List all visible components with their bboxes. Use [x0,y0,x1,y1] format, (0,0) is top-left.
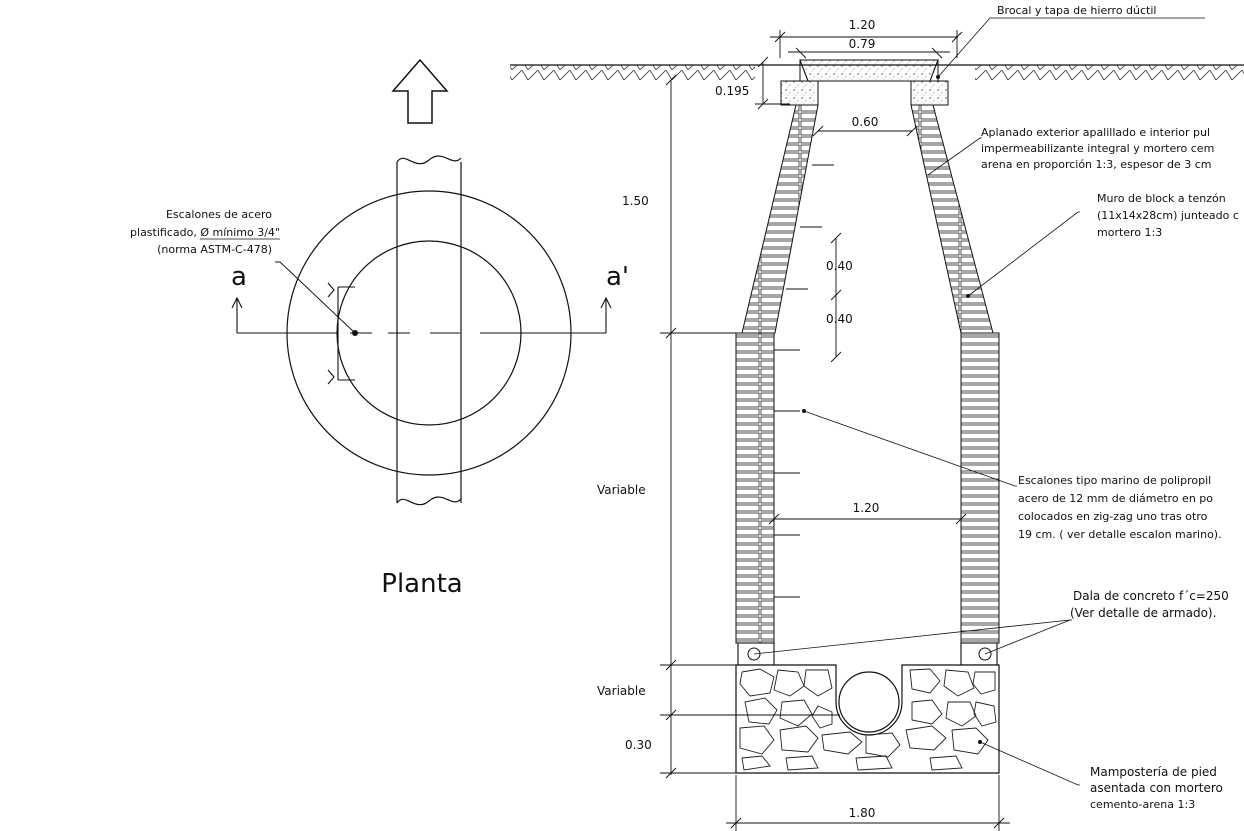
dim-brocal-height: 0.195 [715,84,749,98]
pipe [396,155,462,506]
note-muro: Muro de block a tenzón (11x14x28cm) junt… [1097,192,1239,239]
note-muro-3: mortero 1:3 [1097,226,1162,239]
note-brocal: Brocal y tapa de hierro dúctil [997,4,1156,17]
steps-note-2: plastificado, Ø mínimo 3/4" [130,226,280,239]
plan-view: a a' Escalones de acero plastificado, Ø … [130,58,629,599]
dim-top-cover: 0.79 [849,37,876,51]
note-dala: Dala de concreto f´c=250 (Ver detalle de… [1070,589,1229,620]
steps-leader [275,261,356,334]
note-aplanado-3: arena en proporción 1:3, espesor de 3 cm [981,158,1211,171]
note-escalones-1: Escalones tipo marino de polipropil [1018,474,1211,487]
dimension-lines [660,30,1010,831]
section-label-right: a' [606,262,629,292]
section-line [231,296,612,334]
ground-hatch [510,65,755,80]
dim-shaft-inner: 1.20 [853,501,880,515]
note-mamposteria: Mampostería de pied asentada con mortero… [1090,765,1223,811]
shaft-wall-right [960,332,1000,644]
note-aplanado: Aplanado exterior apalillado e interior … [981,126,1214,171]
note-mamposteria-1: Mampostería de pied [1090,765,1217,779]
steps-note-1: Escalones de acero [166,208,272,221]
note-escalones: Escalones tipo marino de polipropil acer… [1018,474,1222,541]
brocal-left [780,80,819,106]
dim-neck-inner: 0.60 [852,115,879,129]
dim-base-width: 1.80 [849,806,876,820]
ladder-rungs [774,164,834,598]
note-aplanado-1: Aplanado exterior apalillado e interior … [981,126,1210,139]
north-arrow-icon [391,58,449,124]
dim-cone-height: 1.50 [622,194,649,208]
note-muro-2: (11x14x28cm) junteado c [1097,209,1239,222]
note-muro-1: Muro de block a tenzón [1097,192,1226,205]
note-aplanado-2: impermeabilizante integral y mortero cem [981,142,1214,155]
dim-step-spacing-1: 0.40 [826,259,853,273]
note-dala-2: (Ver detalle de armado). [1070,606,1216,620]
dim-step-spacing-2: 0.40 [826,312,853,326]
dim-base-height: Variable [597,684,646,698]
dim-body-height: Variable [597,483,646,497]
dim-slab-height: 0.30 [625,738,652,752]
section-view: 1.20 0.79 0.195 0.60 1.50 0.40 0.40 Vari… [510,4,1244,831]
ductile-iron-cover [799,59,939,82]
note-escalones-4: 19 cm. ( ver detalle escalon marino). [1018,528,1222,541]
plan-title: Planta [381,569,462,599]
note-mamposteria-3: cemento-arena 1:3 [1090,798,1195,811]
cone-wall-right [910,104,994,334]
shaft-wall-left [735,332,775,644]
note-escalones-2: acero de 12 mm de diámetro en po [1018,492,1213,505]
note-escalones-3: colocados en zig-zag uno tras otro [1018,510,1208,523]
brocal-right [910,80,949,106]
steps-symbol [327,282,355,385]
stone-masonry-base [735,664,1000,774]
note-leaders [753,17,1205,786]
section-label-left: a [231,262,247,292]
note-mamposteria-2: asentada con mortero [1090,781,1223,795]
note-dala-1: Dala de concreto f´c=250 [1073,589,1229,603]
cone-wall-left [741,104,819,334]
steps-note-3: (norma ASTM-C-478) [157,243,272,256]
ground-hatch-right [975,65,1244,80]
dim-top-outer: 1.20 [849,18,876,32]
